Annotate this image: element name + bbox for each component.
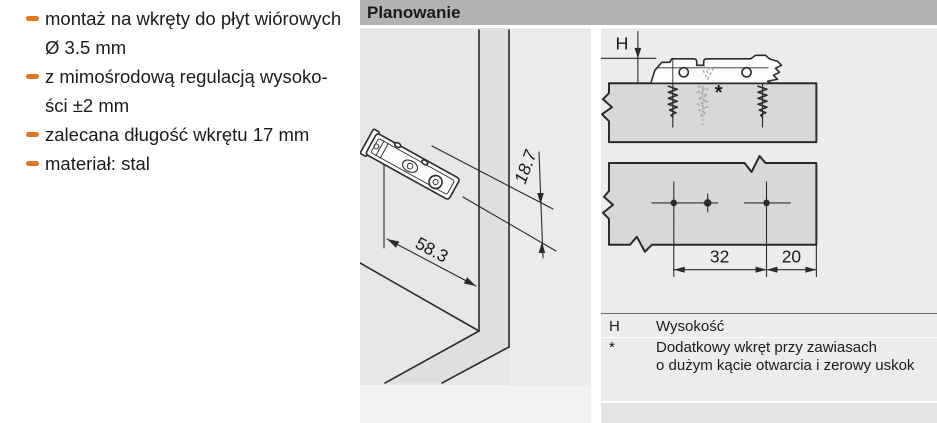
feature-items: montaż na wkręty do płyt wiórowych Ø 3.5…: [26, 4, 358, 178]
planning-panels: 58.3 18.7: [360, 28, 937, 423]
plate-cam-center: [432, 178, 439, 186]
feature-item: montaż na wkręty do płyt wiórowych Ø 3.5…: [26, 4, 358, 62]
plate-top-pip: [393, 141, 402, 149]
panel-divider: [591, 28, 601, 423]
extension-lines: [383, 145, 557, 252]
dim-height-label: H: [615, 33, 628, 53]
bullet-dash-icon: [26, 161, 39, 166]
planning-section-header: Planowanie: [360, 0, 937, 25]
cabinet-panel-lines: [360, 29, 510, 384]
plate-slot-center: [406, 162, 414, 170]
dim-hole-spacing-label: 32: [710, 247, 729, 267]
feature-text: materiał: stal: [45, 153, 150, 174]
bullet-dash-icon: [26, 132, 39, 137]
legend-description: Dodatkowy wkręt przy zawiasach o dużym k…: [656, 339, 915, 374]
panel-bottom-strip: [601, 401, 937, 423]
plate-profile: [650, 54, 783, 85]
feature-text: zalecana długość wkrętu 17 mm: [45, 124, 310, 145]
feature-list: montaż na wkręty do płyt wiórowych Ø 3.5…: [26, 4, 358, 178]
views-drawing-svg: H: [601, 28, 937, 313]
feature-item: zalecana długość wkrętu 17 mm: [26, 120, 358, 149]
plate-top-pip: [420, 159, 429, 166]
panel-spacer: [601, 380, 937, 401]
plate-inner-outline: [371, 138, 455, 195]
feature-text: z mimośrodową regulacją wysoko- ści ±2 m…: [45, 66, 328, 116]
screw-front: [667, 83, 679, 128]
extra-screw-asterisk: *: [715, 82, 723, 104]
legend-row: H Wysokość: [601, 317, 937, 337]
hidden-screw-head: [700, 65, 716, 81]
dimension-hole-spacing: 32 20: [673, 223, 817, 278]
legend-symbol: H: [609, 318, 620, 335]
drill-position-markers: [651, 181, 791, 225]
screw-rear: [757, 83, 768, 128]
feature-item: z mimośrodową regulacją wysoko- ści ±2 m…: [26, 62, 358, 120]
iso-foreground-strip: [360, 385, 591, 423]
plate-hook-detail: [373, 143, 380, 150]
plate-profile-hole: [741, 66, 752, 78]
board-side-view: [601, 82, 818, 144]
dim-edge-distance-label: 20: [782, 247, 802, 267]
feature-text: montaż na wkręty do płyt wiórowych Ø 3.5…: [45, 8, 342, 58]
plate-profile-hole: [678, 66, 690, 78]
mounting-plate-drawing: [360, 128, 460, 200]
iso-drawing-svg: 58.3 18.7: [360, 28, 591, 423]
feature-item: materiał: stal: [26, 149, 358, 178]
bullet-dash-icon: [26, 16, 39, 21]
plate-slot-hole: [402, 159, 419, 173]
plate-detail-lines: [375, 140, 390, 159]
panel-far-side: [509, 28, 591, 385]
bullet-dash-icon: [26, 74, 39, 79]
legend-row: * Dodatkowy wkręt przy zawiasach o dużym…: [601, 337, 937, 376]
planning-section: Planowanie: [360, 0, 937, 423]
screw-optional-dashed: [695, 84, 710, 128]
views-panel: H: [601, 28, 937, 423]
legend: H Wysokość * Dodatkowy wkręt przy zawias…: [601, 313, 937, 380]
legend-description: Wysokość: [656, 318, 725, 335]
cabinet-panel-edge-face: [385, 28, 509, 383]
iso-drawing-panel: 58.3 18.7: [360, 28, 591, 423]
plate-cam: [428, 174, 443, 190]
legend-symbol: *: [609, 339, 615, 356]
